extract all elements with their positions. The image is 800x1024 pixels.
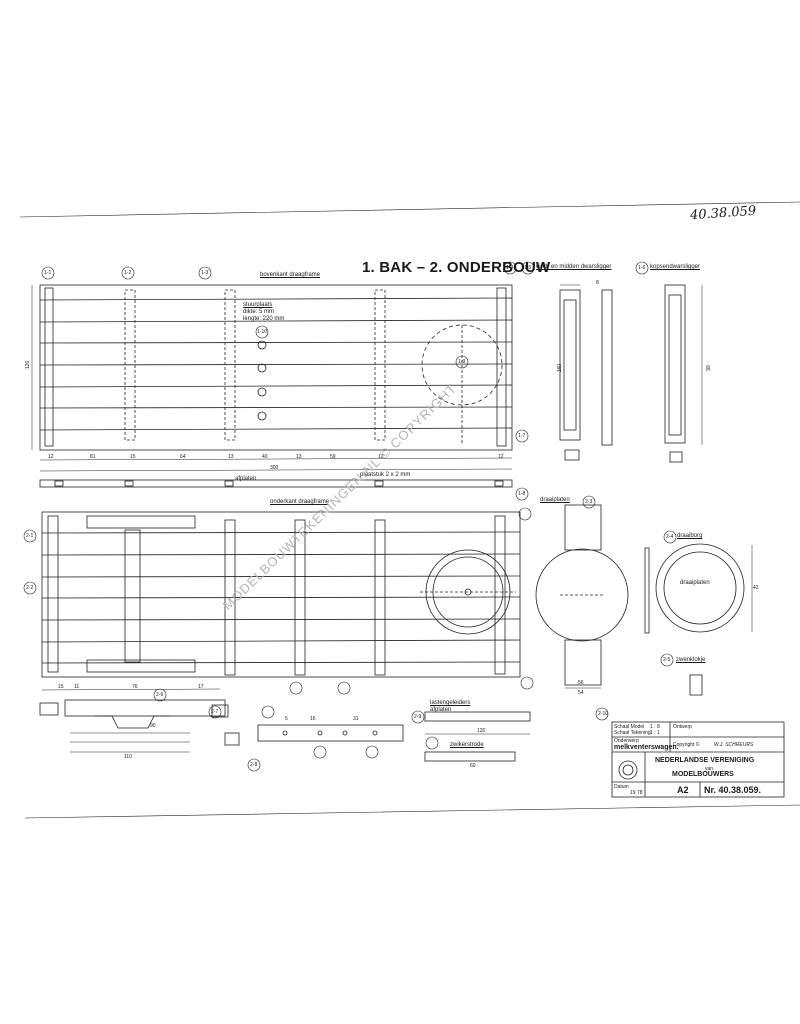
tb-date-value: 19 78 <box>630 790 643 796</box>
dim-8: 8 <box>596 280 599 286</box>
reference-markers <box>23 261 677 772</box>
dim-40: 40 <box>262 454 268 460</box>
dim-31: 31 <box>353 716 359 722</box>
tb-format: A2 <box>677 785 689 795</box>
tb-author: W.J. SCHREURS <box>714 742 754 748</box>
marker-2-7: 2-7 <box>211 709 219 715</box>
dim-110: 110 <box>124 754 132 760</box>
dim-12c: 12 <box>498 454 504 460</box>
marker-2-6: 2-6 <box>156 692 164 698</box>
label-pivot-ring-inner: draaiplaten <box>680 580 710 586</box>
marker-2-2: 2-2 <box>26 585 34 591</box>
marker-2-8: 2-8 <box>250 762 258 768</box>
title-part-1: 1. BAK <box>362 259 413 276</box>
dim-126: 126 <box>25 360 32 370</box>
dim-160: 160 <box>557 363 564 373</box>
tb-label-scale: Schaal Model <box>614 724 645 730</box>
dim-11: 11 <box>74 684 80 690</box>
tb-copyright: Copyright © <box>673 742 700 748</box>
end-support-view <box>559 284 703 463</box>
plate-note-3: lengte: 220 mm <box>243 316 285 322</box>
tb-subject: melkventerswagen. <box>614 744 679 751</box>
dim-13: 13 <box>228 454 234 460</box>
sheet-top-edge <box>19 201 800 218</box>
marker-1-6: 1-6 <box>638 265 646 271</box>
title-part-2: 2. ONDERBOUW <box>429 259 551 276</box>
dim-120: 120 <box>477 728 486 734</box>
tb-label-subject: Onderwerp <box>614 738 639 744</box>
dim-13b: 13 <box>296 454 302 460</box>
dim-99: 99 <box>705 365 712 371</box>
label-rod: zwikerstrode <box>450 742 484 748</box>
dim-56: 56 <box>578 680 584 686</box>
title-separator: – <box>412 259 430 276</box>
title-block-frame <box>611 721 785 798</box>
tb-number: Nr. 40.38.059. <box>704 785 762 795</box>
tb-org-line1: NEDERLANDSE VERENIGING <box>655 757 755 764</box>
dim-76: 76 <box>132 684 138 690</box>
drawing-title: 1. BAK – 2. ONDERBOUW <box>362 259 550 276</box>
side-note: plaatstuk 2 x 2 mm <box>360 472 411 478</box>
marker-1-10: 1-10 <box>257 329 268 335</box>
dim-90: 90 <box>150 723 156 729</box>
dim-64: 64 <box>180 454 186 460</box>
label-axle-box-sub: afplaten <box>430 707 452 713</box>
dim-12b: 12 <box>378 454 384 460</box>
dim-15b: 15 <box>58 684 64 690</box>
marker-2-4: 2-4 <box>666 534 674 540</box>
dim-5: 5 <box>285 716 288 722</box>
label-bottom-frame: onderkant draagframe <box>270 499 330 505</box>
marker-2-1: 2-1 <box>26 533 34 539</box>
label-pivot-plates: draaiplaten <box>540 497 570 503</box>
label-end-outer: kopsendwarsligger <box>650 264 701 270</box>
dim-16: 16 <box>310 716 316 722</box>
marker-1-2: 1-2 <box>124 270 132 276</box>
dim-17: 17 <box>198 684 204 690</box>
marker-1-8: 1-8 <box>518 491 526 497</box>
marker-1-7: 1-7 <box>518 433 526 439</box>
tb-scale-value-2: 1 : 1 <box>650 730 660 736</box>
marker-1-1: 1-1 <box>44 270 52 276</box>
label-pivot-ring: draaiborg <box>677 533 703 539</box>
dim-81: 81 <box>90 454 96 460</box>
marker-1-4: 1-4 <box>506 265 514 271</box>
tb-date-label: Datum <box>614 784 629 790</box>
marker-1-3: 1-3 <box>201 270 209 276</box>
dim-12: 12 <box>48 454 54 460</box>
plate-note-1: stuurplaats <box>243 302 273 308</box>
tb-org-line2: van <box>705 766 714 772</box>
tb-org-line3: MODELBOUWERS <box>672 771 734 778</box>
label-bearing: zwenklokje <box>676 657 706 663</box>
label-top-frame: bovenkant draagframe <box>260 272 321 278</box>
marker-2-3: 2-3 <box>585 499 593 505</box>
label-end-support: eind- en midden dwarsligger <box>536 264 612 270</box>
dim-300: 300 <box>270 465 279 471</box>
dim-59: 59 <box>330 454 336 460</box>
label-axle-box: lastengeleiders <box>430 700 471 706</box>
marker-1-9: 1-9 <box>458 359 466 365</box>
dim-60: 60 <box>470 763 476 769</box>
sheet-bottom-edge <box>24 804 800 819</box>
pivot-plates-view <box>535 504 753 696</box>
bottom-frame-view <box>41 511 521 691</box>
dim-54: 54 <box>578 690 584 696</box>
dim-15: 15 <box>130 454 136 460</box>
marker-2-10: 2-10 <box>598 711 609 717</box>
detail-parts <box>39 699 531 762</box>
marker-2-9: 2-9 <box>414 714 422 720</box>
marker-1-5: 1-5 <box>524 265 532 271</box>
tb-label-scale-2: Schaal Tekening <box>614 730 651 736</box>
top-frame-view <box>31 284 513 488</box>
plate-note-2: dikte: 5 mm <box>243 309 275 315</box>
tb-drawn-by-label: Ontwerp <box>673 724 692 730</box>
side-note-2: afplaten <box>235 476 257 482</box>
marker-2-5: 2-5 <box>663 657 671 663</box>
dim-42: 42 <box>753 585 759 591</box>
tb-scale-value: 1 : 8 <box>650 724 660 730</box>
